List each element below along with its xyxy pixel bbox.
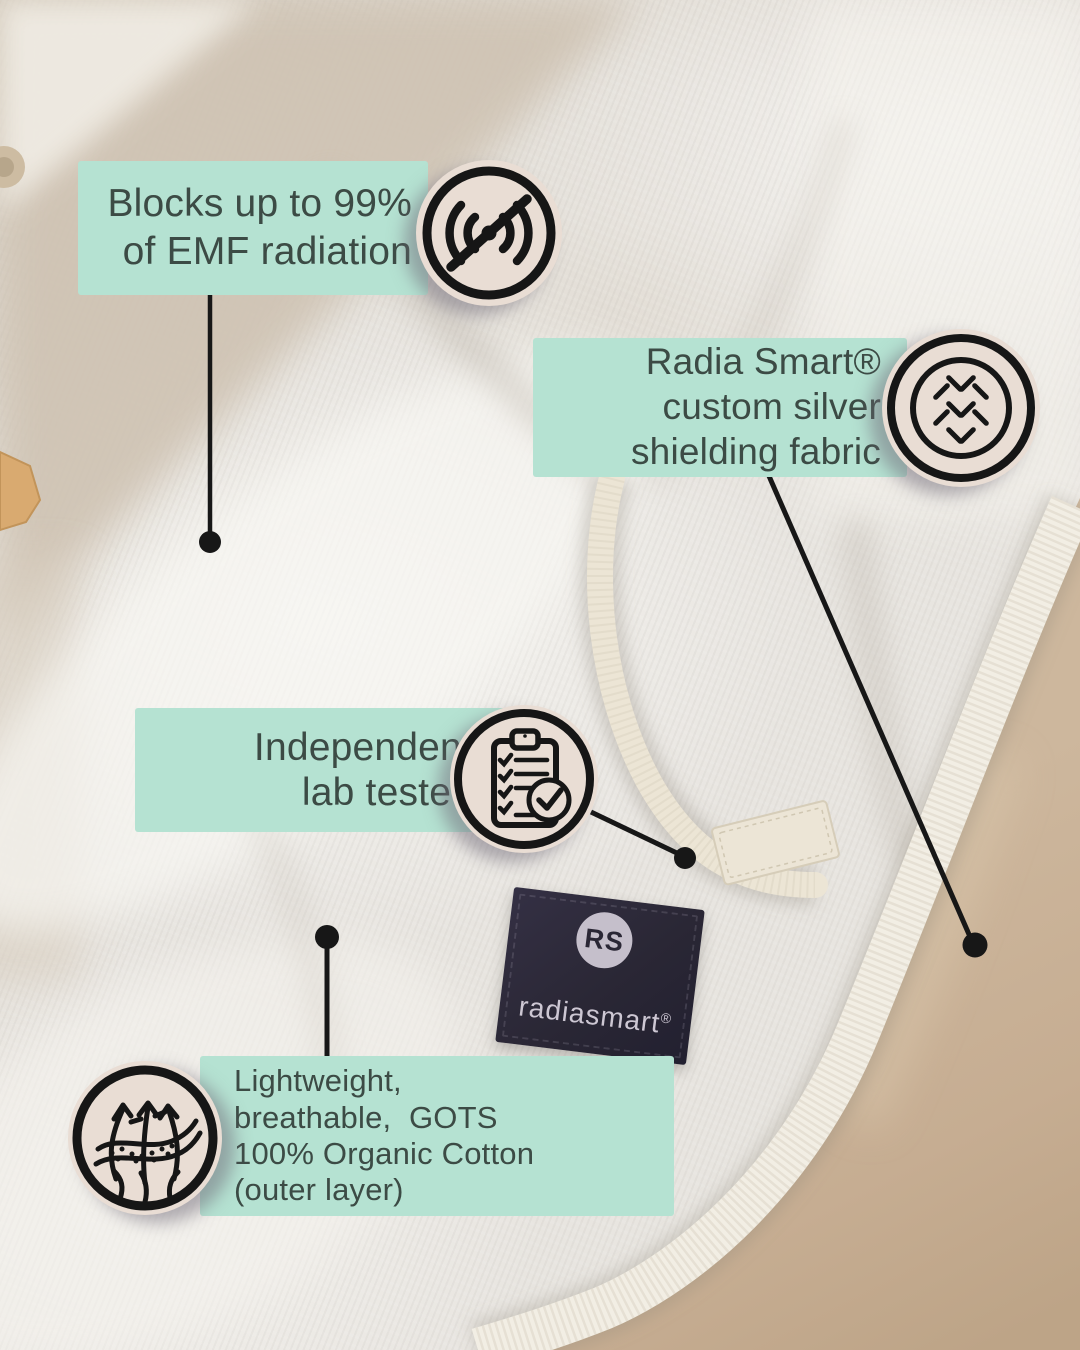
emf-blocked-icon [416,160,562,306]
brand-logo-text: RS [583,922,626,958]
wooden-clip [0,450,42,532]
shielding-liner-fabric [480,498,1080,1350]
silver-weave-icon [882,329,1040,487]
fabric-highlight [0,350,652,930]
registered-mark: ® [659,1009,674,1027]
callout-line: Independent [253,725,473,769]
callout-silver-fabric: Radia Smart® custom silver shielding fab… [533,338,907,477]
callout-line: Blocks up to 99% [107,182,412,226]
fold-shadow [840,518,923,866]
callout-line: custom silver [662,386,881,428]
lab-tested-icon [450,705,598,853]
callout-line: (outer layer) [234,1172,404,1208]
callout-line: Lightweight, [234,1063,402,1099]
garment-brand-label: RS radiasmart® [495,886,705,1066]
callout-line: 100% Organic Cotton [234,1136,535,1171]
breathable-fabric-icon [68,1061,222,1215]
binding-end-tab [711,800,840,886]
callout-line: shielding fabric [630,430,881,472]
brand-name: radiasmart® [517,990,674,1039]
callout-emf-block: Blocks up to 99% of EMF radiation [78,161,428,295]
callout-lab-tested: Independent lab tested [135,708,517,832]
callout-line: Radia Smart® [645,341,881,383]
liner-sheen [841,753,1019,1129]
callout-line: of EMF radiation [122,230,412,273]
callout-organic-cotton: Lightweight, breathable, GOTS 100% Organ… [200,1056,674,1216]
white-binding [471,496,1080,1350]
snap-button [0,146,25,188]
cream-corner [0,0,260,215]
brand-logo-badge: RS [573,909,636,972]
callout-line: breathable, GOTS [234,1099,498,1135]
callout-line: lab tested [301,771,473,814]
